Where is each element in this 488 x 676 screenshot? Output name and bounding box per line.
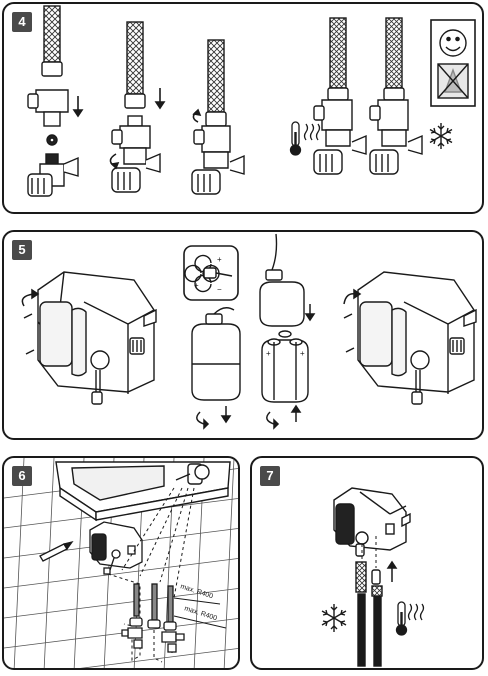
valve-pair (313, 17, 423, 175)
rotate-arrow-icon (343, 288, 362, 305)
step-7-panel: 7 (250, 456, 484, 670)
control-box-left (37, 271, 157, 405)
crossed-out-icon (437, 63, 469, 99)
step-4-badge: 4 (12, 12, 32, 32)
control-box-right (357, 271, 477, 405)
control-box (89, 521, 143, 575)
svg-text:+: + (300, 349, 305, 358)
rotate-arrow-icon (192, 108, 202, 123)
down-arrow-icon (72, 96, 84, 118)
step-6-illustration: max. R400 max. R400 (4, 458, 238, 668)
snowflake-icon (321, 604, 347, 632)
rotate-arrow-icon (21, 288, 40, 307)
down-arrow-icon (304, 304, 316, 322)
right-arrow-icon (343, 313, 355, 353)
wall-anchor (39, 540, 74, 562)
sink-basin (55, 461, 231, 522)
supply-hoses (121, 583, 185, 653)
step-6-badge: 6 (12, 466, 32, 486)
hose-assembly-exploded (27, 5, 79, 197)
faucet (175, 463, 210, 485)
svg-text:+: + (217, 255, 222, 264)
battery-pack-removed (191, 307, 241, 401)
supply-hoses (355, 543, 383, 667)
svg-text:+: + (194, 281, 199, 290)
control-box (333, 487, 411, 551)
svg-text:+: + (266, 349, 271, 358)
down-arrow-icon (154, 88, 166, 110)
dimension-callouts (173, 597, 227, 629)
step-4-panel: 4 (2, 2, 484, 214)
thermometer-heat-icon (395, 601, 425, 636)
hose-routing-lines (361, 536, 377, 568)
step-6-panel: 6 (2, 456, 240, 670)
dimension-label-upper: max. R400 (179, 583, 213, 600)
smiley-face-icon (439, 29, 467, 57)
battery-orientation-diagram: − + + − (183, 245, 239, 301)
thermometer-heat-icon (289, 121, 321, 156)
step-4-illustration (27, 5, 476, 197)
status-legend (430, 19, 476, 107)
snowflake-icon (429, 123, 453, 149)
dimension-label-lower: max. R400 (183, 605, 217, 622)
rotate-up-arrow-icon (266, 404, 302, 430)
up-arrow-icon (386, 560, 398, 582)
step-7-illustration (321, 487, 425, 667)
battery-pack-with-cable (259, 233, 305, 327)
hose-assembly-step-b (111, 21, 161, 193)
svg-text:−: − (192, 261, 197, 270)
battery-cells: + + (261, 330, 309, 403)
step-7-badge: 7 (260, 466, 280, 486)
hose-assembly-step-c (191, 39, 245, 195)
step-5-illustration: − + + − (21, 233, 477, 430)
rotate-arrow-icon (109, 153, 120, 170)
step-5-panel: 5 (2, 230, 484, 440)
left-arrow-icon (23, 313, 35, 355)
step-5-badge: 5 (12, 240, 32, 260)
svg-text:−: − (217, 285, 222, 294)
rotate-down-arrow-icon (196, 406, 232, 430)
